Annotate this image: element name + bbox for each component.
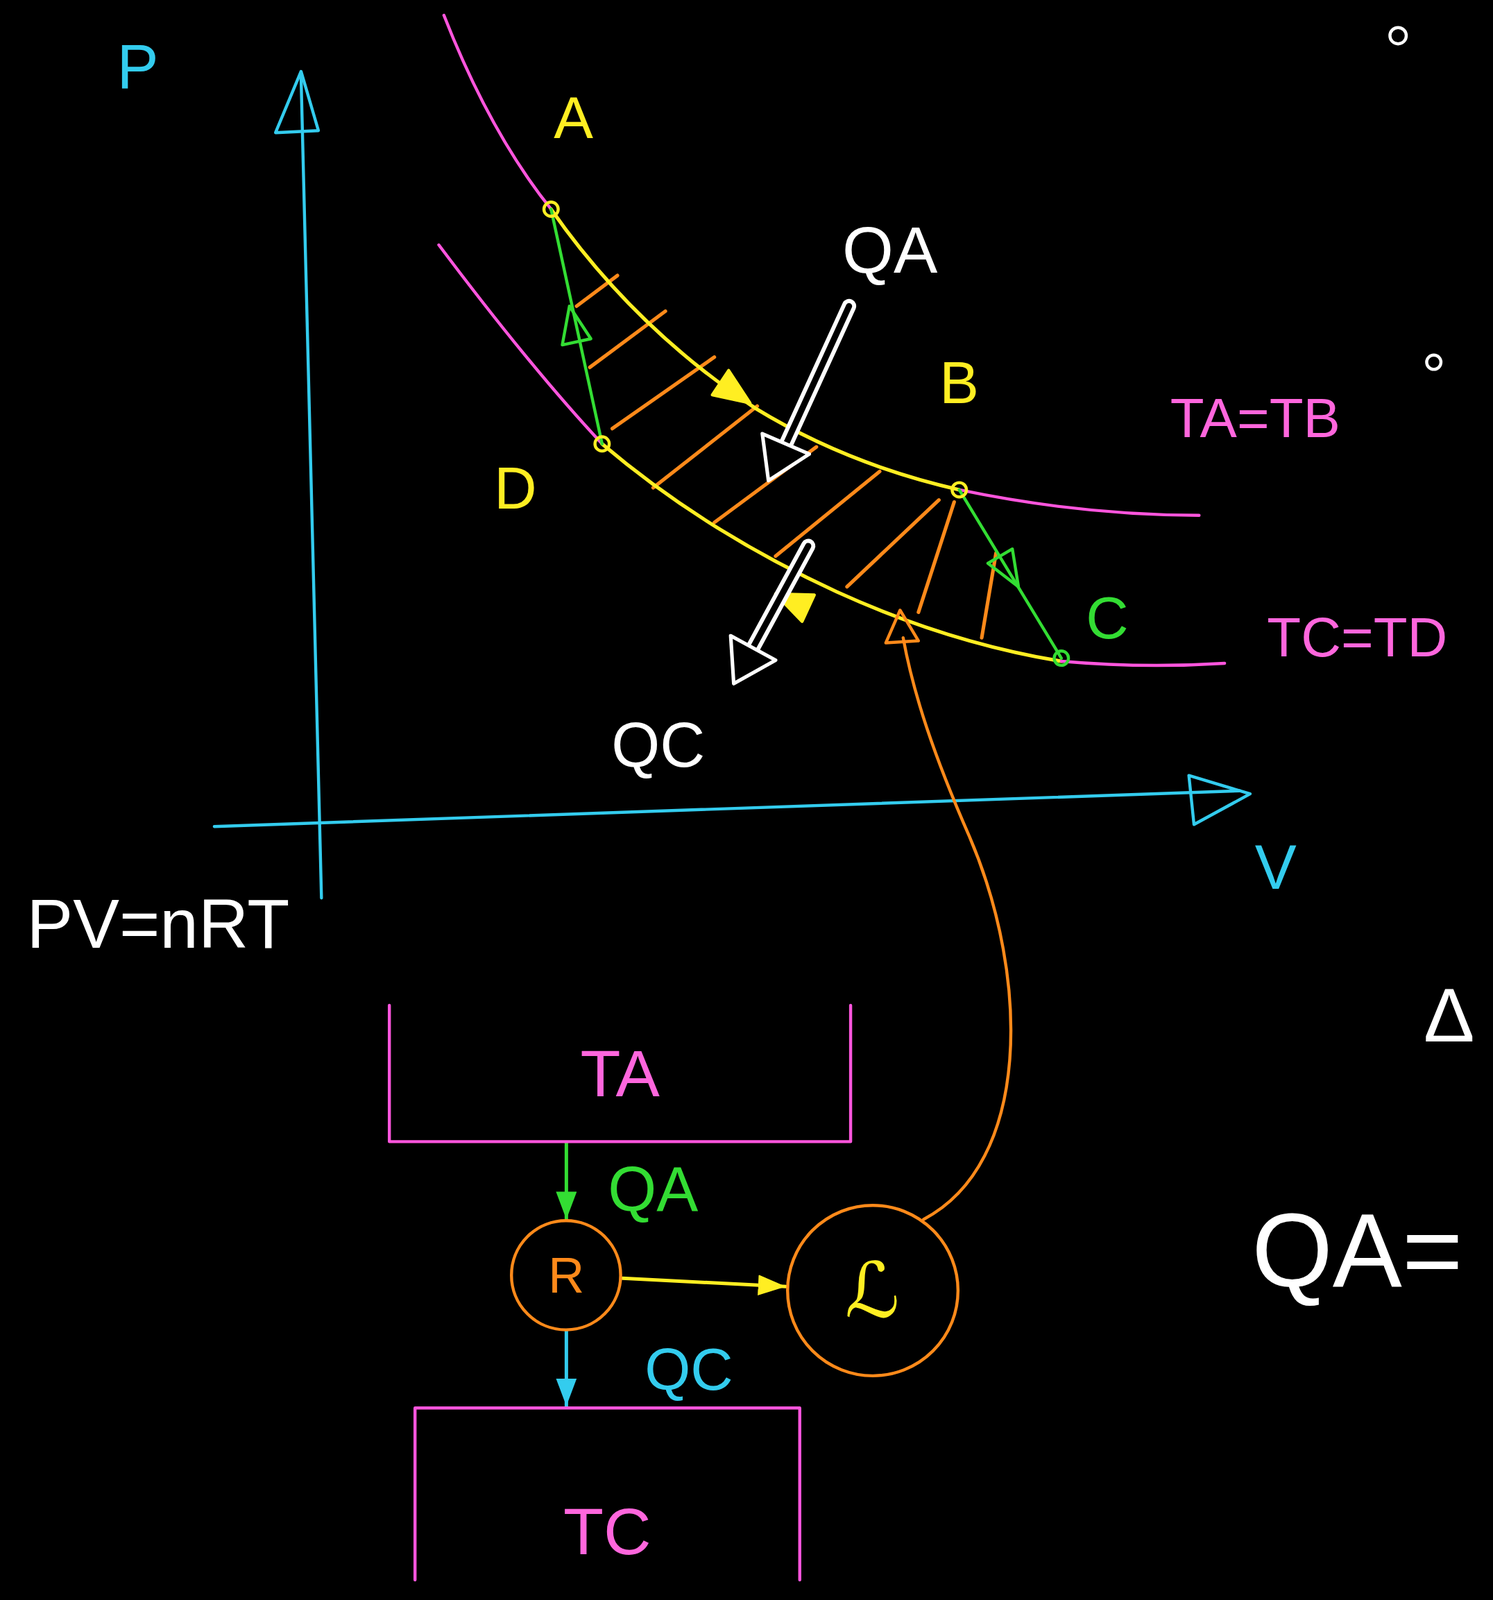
axis-label: V [1255, 835, 1297, 899]
isotherm-hot [444, 15, 551, 209]
cold-reservoir: TC [413, 1406, 802, 1580]
cold-reservoir-border [414, 1407, 800, 1580]
work-hatching [775, 471, 880, 556]
heat-out-arrow [730, 635, 776, 684]
work-leader [885, 609, 1011, 1219]
v-axis [1189, 775, 1251, 825]
isotherm-label-wrap: TC=TD [1266, 609, 1448, 666]
equation-label-wrap: PV=nRT [27, 888, 290, 959]
isotherm-cold [1061, 661, 1225, 666]
heat-flow-arrow [564, 1331, 569, 1406]
engine-circle-border [512, 1221, 621, 1330]
work-hatching [847, 500, 939, 587]
note-symbol-wrap: Δ [1423, 976, 1475, 1054]
note-bullets [1389, 27, 1441, 370]
isotherm-label-wrap: TA=TB [1170, 390, 1341, 447]
state-label-wrap: C [1085, 587, 1129, 647]
isotherm-hot [550, 208, 959, 490]
heat-flow-arrow [564, 1142, 569, 1219]
heat-in-arrow [783, 305, 850, 449]
isotherm-label: TC=TD [1266, 609, 1448, 666]
axis-label-wrap: V [1255, 835, 1297, 899]
edge-label: QA [604, 1156, 701, 1222]
isotherm-label: TA=TB [1170, 390, 1341, 447]
state-label-wrap: A [553, 88, 594, 148]
work-leader [903, 637, 1011, 1219]
engine-circle: R [509, 1218, 623, 1332]
work-hatching [589, 311, 666, 368]
state-label-wrap: D [493, 457, 537, 517]
heat-label: QA [842, 217, 938, 284]
heat-out-arrow [749, 545, 809, 653]
isotherm-cold [602, 444, 1062, 662]
node-text: R [548, 1250, 585, 1301]
state-label: B [939, 353, 979, 413]
note-equation: QA= [1251, 1198, 1463, 1303]
adiabats [561, 305, 591, 345]
hot-reservoir: TA [387, 1005, 852, 1144]
work-hatching [918, 502, 954, 613]
adiabats [550, 208, 603, 444]
isotherm-hot [959, 489, 1200, 516]
node-text: TA [579, 1040, 660, 1107]
isotherm-hot [712, 370, 750, 404]
note-symbol: Δ [1423, 976, 1475, 1054]
note-equation-wrap: QA= [1251, 1198, 1463, 1303]
isotherm-cold [439, 244, 1226, 666]
axis-label-wrap: P [117, 35, 159, 98]
heat-in-arrow [762, 305, 850, 481]
node-text: TC [563, 1498, 652, 1565]
heat-label-wrap: QA [842, 217, 938, 284]
heat-label: QC [611, 713, 705, 777]
note-bullets [1389, 27, 1407, 45]
heat-label-wrap: QC [611, 713, 705, 777]
state-label: C [1085, 587, 1129, 647]
note-bullets [1426, 355, 1441, 370]
v-axis [214, 775, 1251, 827]
isotherm-cold [439, 244, 603, 445]
state-label-wrap: B [939, 353, 979, 413]
p-axis [301, 76, 322, 898]
hot-reservoir-border [389, 1005, 851, 1142]
node-text: ℒ [845, 1252, 900, 1329]
state-points [595, 436, 610, 451]
edge-label-wrap: QC [641, 1337, 737, 1400]
heat-out-arrow [730, 545, 809, 685]
adiabats [959, 489, 1062, 659]
axis-label: P [117, 35, 159, 98]
edge-label-wrap: QA [604, 1156, 701, 1222]
heat-in-arrow [762, 433, 810, 481]
work-hatching [652, 405, 757, 488]
state-points [1053, 650, 1069, 666]
state-points [951, 482, 967, 498]
state-label: D [493, 457, 537, 517]
v-axis [214, 790, 1240, 827]
state-label: A [553, 88, 594, 148]
edge-label: QC [641, 1337, 737, 1400]
heat-in-arrow [783, 305, 850, 449]
adiabats [987, 548, 1019, 587]
p-axis [275, 71, 319, 133]
p-axis [275, 71, 322, 898]
work-circle-border [787, 1205, 959, 1377]
work-arrow [622, 1277, 787, 1287]
work-hatching [576, 275, 618, 306]
state-points [543, 201, 559, 217]
work-circle: ℒ [786, 1203, 960, 1378]
equation-label: PV=nRT [27, 888, 290, 959]
state-points [543, 201, 1069, 666]
heat-out-arrow [749, 545, 809, 653]
work-leader [885, 609, 919, 643]
isotherm-hot [444, 15, 1200, 516]
adiabats [550, 208, 1061, 658]
